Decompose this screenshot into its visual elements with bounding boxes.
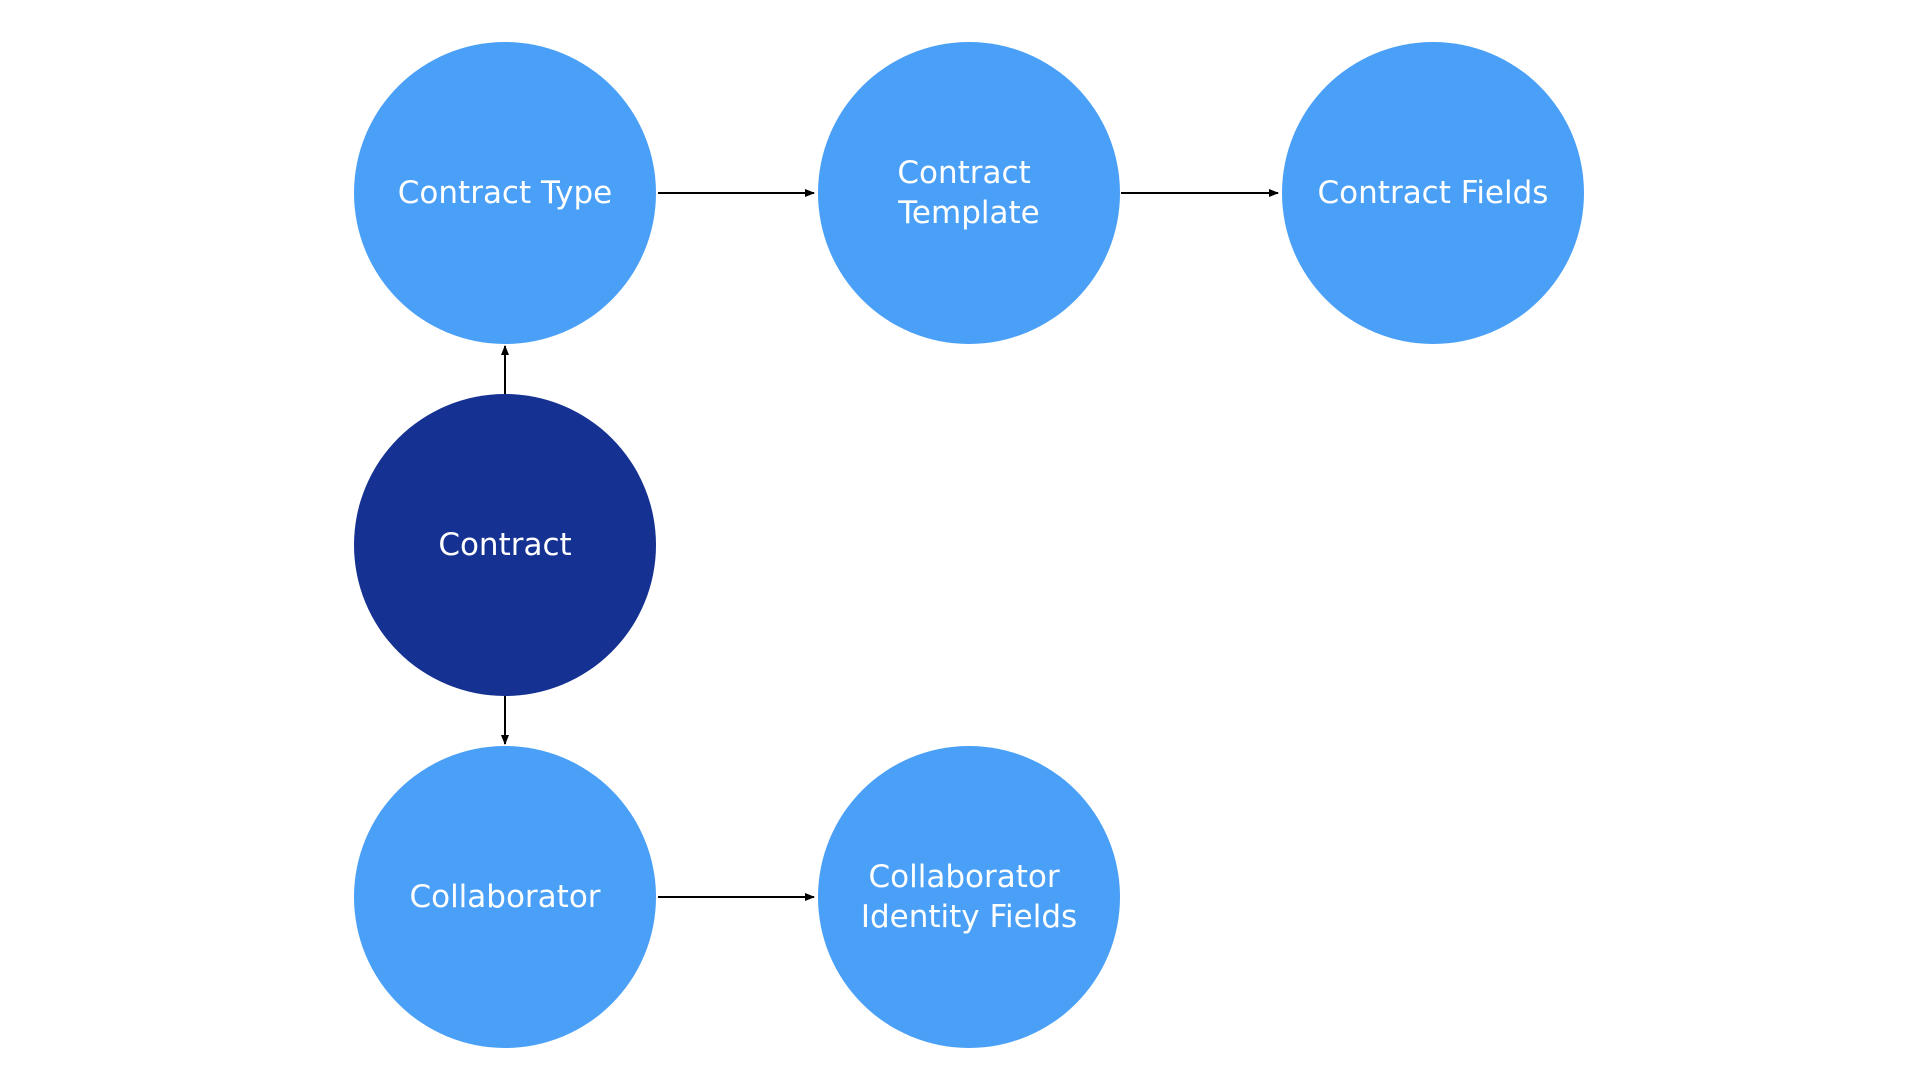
node-contract-template[interactable]: Contract Template — [818, 42, 1120, 344]
node-label: Contract — [438, 527, 571, 563]
node-label: Contract Fields — [1318, 175, 1549, 211]
node-contract[interactable]: Contract — [354, 394, 656, 696]
edges — [501, 189, 1279, 901]
node-circle — [354, 394, 656, 696]
node-label: Contract Template — [897, 155, 1040, 231]
node-collaborator[interactable]: Collaborator — [354, 746, 656, 1048]
node-collaborator-identity-fields[interactable]: Collaborator Identity Fields — [818, 746, 1120, 1048]
node-label: Collaborator Identity Fields — [861, 859, 1077, 935]
node-contract-type[interactable]: Contract Type — [354, 42, 656, 344]
node-label: Contract Type — [398, 175, 612, 211]
node-label: Collaborator — [409, 879, 600, 915]
node-circle — [818, 42, 1120, 344]
node-circle — [354, 42, 656, 344]
node-circle — [818, 746, 1120, 1048]
node-circle — [354, 746, 656, 1048]
node-contract-fields[interactable]: Contract Fields — [1282, 42, 1584, 344]
node-circle — [1282, 42, 1584, 344]
